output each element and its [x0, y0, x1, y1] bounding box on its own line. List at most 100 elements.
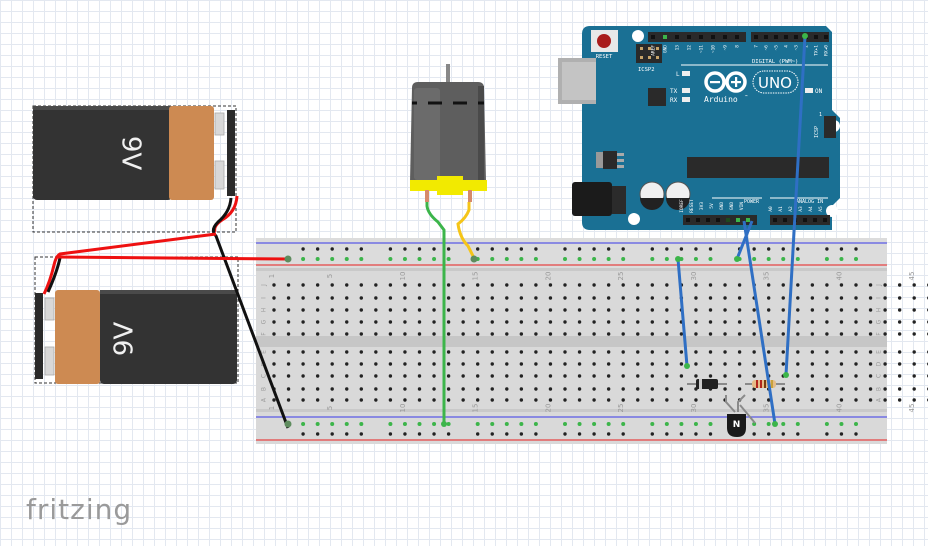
rail-hole[interactable] [708, 257, 713, 261]
breadboard-hole[interactable] [592, 374, 596, 378]
breadboard-hole[interactable] [417, 350, 422, 354]
breadboard-hole[interactable] [737, 296, 742, 300]
breadboard-hole[interactable] [315, 350, 320, 354]
breadboard-hole[interactable] [505, 350, 509, 354]
breadboard-hole[interactable] [650, 332, 654, 336]
rail-hole[interactable] [475, 422, 480, 426]
breadboard-hole[interactable] [417, 398, 422, 402]
breadboard-hole[interactable] [519, 308, 524, 312]
breadboard-hole[interactable] [868, 283, 873, 287]
breadboard-hole[interactable] [272, 398, 276, 402]
breadboard-hole[interactable] [912, 387, 916, 391]
breadboard-hole[interactable] [854, 350, 858, 354]
breadboard-hole[interactable] [563, 308, 567, 312]
breadboard-hole[interactable] [359, 283, 363, 287]
breadboard-hole[interactable] [679, 332, 684, 336]
breadboard-hole[interactable] [708, 332, 713, 336]
breadboard-hole[interactable] [752, 374, 756, 378]
breadboard-hole[interactable] [330, 350, 334, 354]
breadboard-hole[interactable] [897, 283, 902, 287]
breadboard-hole[interactable] [315, 332, 320, 336]
breadboard-hole[interactable] [810, 387, 815, 391]
rail-hole[interactable] [767, 247, 771, 251]
header-pin[interactable] [687, 35, 691, 39]
breadboard-hole[interactable] [810, 362, 815, 366]
rail-hole[interactable] [446, 257, 451, 261]
breadboard-hole[interactable] [767, 308, 771, 312]
breadboard-hole[interactable] [315, 374, 320, 378]
breadboard-hole[interactable] [548, 332, 553, 336]
breadboard-hole[interactable] [476, 387, 480, 391]
breadboard-hole[interactable] [810, 283, 815, 287]
rail-hole[interactable] [767, 432, 771, 436]
rail-hole[interactable] [577, 257, 582, 261]
breadboard-hole[interactable] [636, 362, 640, 366]
breadboard-hole[interactable] [723, 283, 727, 287]
breadboard-hole[interactable] [476, 296, 480, 300]
rail-hole[interactable] [403, 432, 407, 436]
breadboard-hole[interactable] [723, 320, 727, 324]
breadboard-hole[interactable] [388, 374, 393, 378]
wire-endpoint[interactable] [772, 421, 778, 427]
wire-black-battery2[interactable] [46, 257, 62, 293]
breadboard-hole[interactable] [345, 374, 349, 378]
breadboard-hole[interactable] [665, 398, 669, 402]
breadboard-hole[interactable] [330, 387, 334, 391]
breadboard-hole[interactable] [767, 350, 771, 354]
rail-hole[interactable] [563, 247, 567, 251]
breadboard-hole[interactable] [374, 374, 378, 378]
breadboard-hole[interactable] [301, 387, 305, 391]
breadboard-hole[interactable] [476, 283, 480, 287]
breadboard-hole[interactable] [432, 362, 436, 366]
breadboard-hole[interactable] [563, 374, 567, 378]
rail-hole[interactable] [476, 247, 480, 251]
rail-hole[interactable] [577, 422, 582, 426]
rail-hole[interactable] [694, 247, 698, 251]
breadboard-hole[interactable] [461, 387, 465, 391]
header-pin[interactable] [711, 35, 715, 39]
rail-hole[interactable] [519, 422, 524, 426]
breadboard-hole[interactable] [854, 398, 858, 402]
breadboard-hole[interactable] [679, 387, 684, 391]
breadboard-hole[interactable] [403, 283, 407, 287]
breadboard-hole[interactable] [563, 362, 567, 366]
breadboard-hole[interactable] [519, 332, 524, 336]
breadboard-hole[interactable] [330, 283, 334, 287]
rail-hole[interactable] [446, 247, 451, 251]
breadboard-hole[interactable] [359, 374, 363, 378]
breadboard-hole[interactable] [417, 387, 422, 391]
rail-hole[interactable] [301, 257, 306, 261]
breadboard-hole[interactable] [490, 398, 494, 402]
rail-hole[interactable] [490, 247, 494, 251]
breadboard-hole[interactable] [665, 296, 669, 300]
wire-endpoint[interactable] [284, 420, 292, 428]
breadboard-hole[interactable] [723, 296, 727, 300]
breadboard-hole[interactable] [796, 308, 800, 312]
breadboard-hole[interactable] [868, 296, 873, 300]
breadboard-hole[interactable] [621, 362, 625, 366]
breadboard-hole[interactable] [446, 362, 451, 366]
breadboard-hole[interactable] [388, 320, 393, 324]
rail-hole[interactable] [665, 247, 669, 251]
breadboard-hole[interactable] [854, 283, 858, 287]
breadboard-hole[interactable] [490, 387, 494, 391]
rail-hole[interactable] [781, 247, 785, 251]
breadboard-hole[interactable] [606, 283, 611, 287]
breadboard-hole[interactable] [781, 362, 785, 366]
rail-hole[interactable] [606, 432, 611, 436]
breadboard-hole[interactable] [563, 332, 567, 336]
breadboard-hole[interactable] [650, 362, 654, 366]
breadboard-hole[interactable] [534, 398, 538, 402]
breadboard-hole[interactable] [854, 362, 858, 366]
breadboard-hole[interactable] [723, 350, 727, 354]
breadboard-hole[interactable] [286, 398, 291, 402]
header-pin[interactable] [675, 35, 679, 39]
breadboard-hole[interactable] [650, 308, 654, 312]
rail-hole[interactable] [519, 432, 524, 436]
battery-2[interactable]: 9V [34, 256, 239, 384]
breadboard-hole[interactable] [476, 398, 480, 402]
breadboard-hole[interactable] [301, 350, 305, 354]
rail-hole[interactable] [796, 432, 800, 436]
breadboard-hole[interactable] [519, 374, 524, 378]
breadboard-hole[interactable] [461, 320, 465, 324]
